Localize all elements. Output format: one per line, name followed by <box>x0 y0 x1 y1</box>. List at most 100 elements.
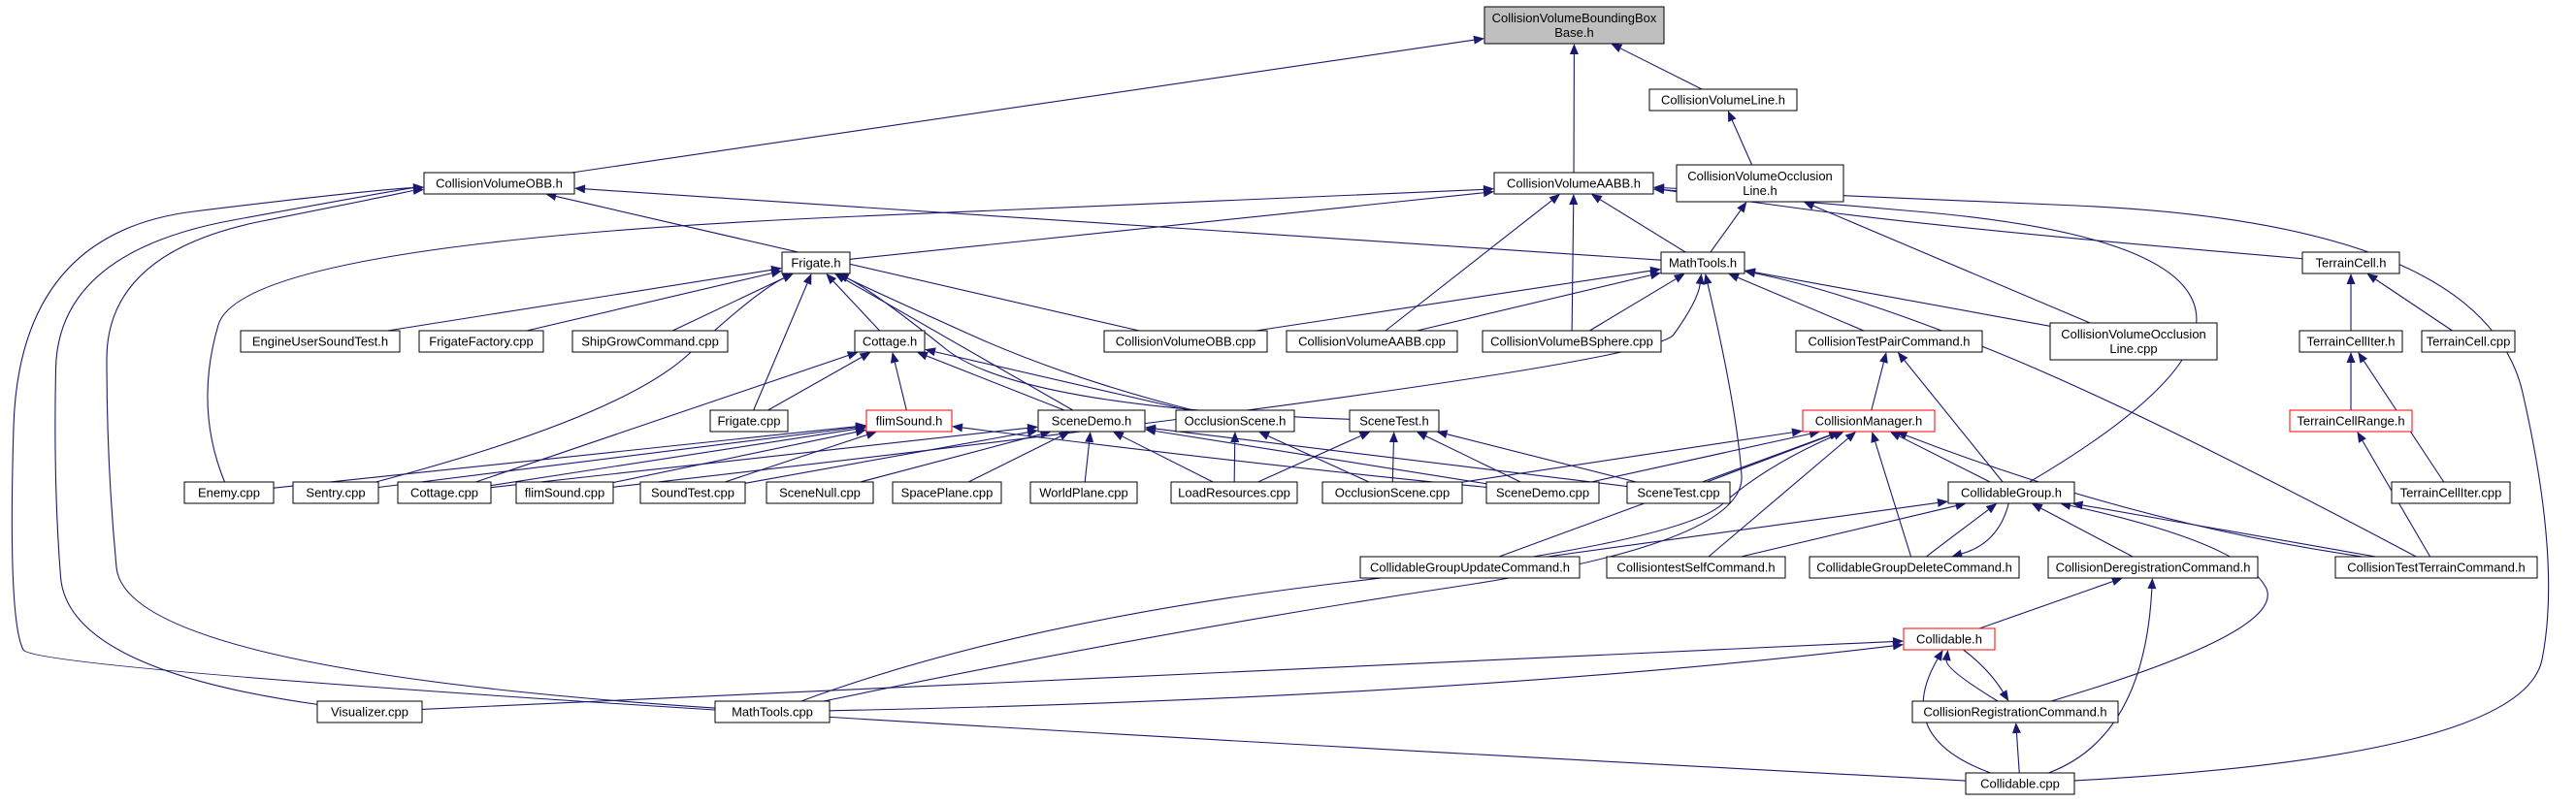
node-box-shipgrow[interactable] <box>571 330 729 353</box>
node-frigateh[interactable]: Frigate.h <box>781 251 851 274</box>
node-scenetestcpp[interactable]: SceneTest.cpp <box>1626 481 1731 504</box>
node-box-cvbbb[interactable] <box>1484 6 1665 45</box>
node-box-cottageh[interactable] <box>854 330 926 353</box>
node-box-frigatefactory[interactable] <box>418 330 544 353</box>
node-collisionmanagerh[interactable]: CollisionManager.h <box>1802 409 1936 433</box>
node-ctpaircmd[interactable]: CollisionTestPairCommand.h <box>1795 330 1983 353</box>
node-box-cvaabbcpp[interactable] <box>1286 330 1458 353</box>
node-collidablecpp[interactable]: Collidable.cpp <box>1965 772 2075 795</box>
node-box-terraincelltercpp[interactable] <box>2391 481 2511 504</box>
node-mathtoolscpp[interactable]: MathTools.cpp <box>714 700 831 723</box>
node-cvbspherecpp[interactable]: CollisionVolumeBSphere.cpp <box>1482 330 1662 353</box>
node-box-cregcmd[interactable] <box>1911 700 2119 723</box>
node-terraincelltercpp[interactable]: TerrainCellIter.cpp <box>2391 481 2511 504</box>
node-box-flimsoundh[interactable] <box>865 409 953 433</box>
node-box-cvbspherecpp[interactable] <box>1482 330 1662 353</box>
node-box-soundtestcpp[interactable] <box>639 481 746 504</box>
node-box-cvocccpp[interactable] <box>2049 322 2218 361</box>
node-box-cvobbcpp[interactable] <box>1103 330 1268 353</box>
node-box-enemycpp[interactable] <box>183 481 275 504</box>
node-cvaabbcpp[interactable]: CollisionVolumeAABB.cpp <box>1286 330 1458 353</box>
node-box-cgupdatecmd[interactable] <box>1359 556 1581 579</box>
node-box-engineuser[interactable] <box>240 330 401 353</box>
node-box-cvaabb[interactable] <box>1493 172 1654 195</box>
node-collidableh[interactable]: Collidable.h <box>1903 627 1996 651</box>
node-box-occlusionsceneh[interactable] <box>1175 409 1295 433</box>
node-sentrycpp[interactable]: Sentry.cpp <box>292 481 379 504</box>
node-box-terraincelliterh[interactable] <box>2299 330 2403 353</box>
node-cgdeletecmd[interactable]: CollidableGroupDeleteCommand.h <box>1809 556 2020 579</box>
node-ctselfcmd[interactable]: CollisiontestSelfCommand.h <box>1606 556 1786 579</box>
node-occlusionscenecpp[interactable]: OcclusionScene.cpp <box>1321 481 1463 504</box>
node-cregcmd[interactable]: CollisionRegistrationCommand.h <box>1911 700 2119 723</box>
node-box-cvline[interactable] <box>1648 88 1798 112</box>
node-frigatefactory[interactable]: FrigateFactory.cpp <box>418 330 544 353</box>
node-box-collidableh[interactable] <box>1903 627 1996 651</box>
node-box-terraincellrangeh[interactable] <box>2289 409 2413 433</box>
node-flimsoundh[interactable]: flimSound.h <box>865 409 953 433</box>
node-box-cgdeletecmd[interactable] <box>1809 556 2020 579</box>
node-scenedemoh[interactable]: SceneDemo.h <box>1037 409 1146 433</box>
node-box-cderegcmd[interactable] <box>2047 556 2259 579</box>
node-box-scenetesth[interactable] <box>1349 409 1440 433</box>
node-collidablegrouph[interactable]: CollidableGroup.h <box>1947 481 2075 504</box>
node-spaceplanecpp[interactable]: SpacePlane.cpp <box>892 481 1002 504</box>
node-engineuser[interactable]: EngineUserSoundTest.h <box>240 330 401 353</box>
node-box-collisionmanagerh[interactable] <box>1802 409 1936 433</box>
node-box-sentrycpp[interactable] <box>292 481 379 504</box>
node-box-visualizercpp[interactable] <box>316 700 423 723</box>
node-box-mathtoolsh[interactable] <box>1660 251 1745 274</box>
node-cottageh[interactable]: Cottage.h <box>854 330 926 353</box>
node-box-collidablecpp[interactable] <box>1965 772 2075 795</box>
node-box-loadresourcescpp[interactable] <box>1170 481 1298 504</box>
node-box-frigateh[interactable] <box>781 251 851 274</box>
node-box-cvocch[interactable] <box>1676 164 1844 203</box>
node-box-scenetestcpp[interactable] <box>1626 481 1731 504</box>
node-loadresourcescpp[interactable]: LoadResources.cpp <box>1170 481 1298 504</box>
node-cvline[interactable]: CollisionVolumeLine.h <box>1648 88 1798 112</box>
node-cvobb[interactable]: CollisionVolumeOBB.h <box>423 172 575 195</box>
node-box-worldplanecpp[interactable] <box>1029 481 1138 504</box>
node-box-scenedemocpp[interactable] <box>1485 481 1600 504</box>
node-occlusionsceneh[interactable]: OcclusionScene.h <box>1175 409 1295 433</box>
node-box-terraincellh[interactable] <box>2301 251 2400 274</box>
node-mathtoolsh[interactable]: MathTools.h <box>1660 251 1745 274</box>
node-box-cottagecpp[interactable] <box>397 481 492 504</box>
node-box-mathtoolscpp[interactable] <box>714 700 831 723</box>
node-scenenullcpp[interactable]: SceneNull.cpp <box>766 481 874 504</box>
node-box-spaceplanecpp[interactable] <box>892 481 1002 504</box>
node-cderegcmd[interactable]: CollisionDeregistrationCommand.h <box>2047 556 2259 579</box>
node-box-ctterraincmd[interactable] <box>2334 556 2538 579</box>
node-box-collidablegrouph[interactable] <box>1947 481 2075 504</box>
node-visualizercpp[interactable]: Visualizer.cpp <box>316 700 423 723</box>
node-box-terraincellcpp[interactable] <box>2421 330 2516 353</box>
node-cottagecpp[interactable]: Cottage.cpp <box>397 481 492 504</box>
node-box-frigatecpp[interactable] <box>709 409 789 433</box>
node-scenedemocpp[interactable]: SceneDemo.cpp <box>1485 481 1600 504</box>
node-box-ctselfcmd[interactable] <box>1606 556 1786 579</box>
node-frigatecpp[interactable]: Frigate.cpp <box>709 409 789 433</box>
node-worldplanecpp[interactable]: WorldPlane.cpp <box>1029 481 1138 504</box>
node-box-cvobb[interactable] <box>423 172 575 195</box>
node-terraincelliterh[interactable]: TerrainCellIter.h <box>2299 330 2403 353</box>
node-box-scenenullcpp[interactable] <box>766 481 874 504</box>
node-scenetesth[interactable]: SceneTest.h <box>1349 409 1440 433</box>
node-box-occlusionscenecpp[interactable] <box>1321 481 1463 504</box>
node-flimsoundcpp[interactable]: flimSound.cpp <box>515 481 614 504</box>
node-shipgrow[interactable]: ShipGrowCommand.cpp <box>571 330 729 353</box>
node-cgupdatecmd[interactable]: CollidableGroupUpdateCommand.h <box>1359 556 1581 579</box>
node-terraincellh[interactable]: TerrainCell.h <box>2301 251 2400 274</box>
node-box-ctpaircmd[interactable] <box>1795 330 1983 353</box>
node-cvobbcpp[interactable]: CollisionVolumeOBB.cpp <box>1103 330 1268 353</box>
node-box-flimsoundcpp[interactable] <box>515 481 614 504</box>
node-ctterraincmd[interactable]: CollisionTestTerrainCommand.h <box>2334 556 2538 579</box>
node-cvaabb[interactable]: CollisionVolumeAABB.h <box>1493 172 1654 195</box>
node-terraincellcpp[interactable]: TerrainCell.cpp <box>2421 330 2516 353</box>
node-box-scenedemoh[interactable] <box>1037 409 1146 433</box>
node-terraincellrangeh[interactable]: TerrainCellRange.h <box>2289 409 2413 433</box>
node-soundtestcpp[interactable]: SoundTest.cpp <box>639 481 746 504</box>
node-enemycpp[interactable]: Enemy.cpp <box>183 481 275 504</box>
